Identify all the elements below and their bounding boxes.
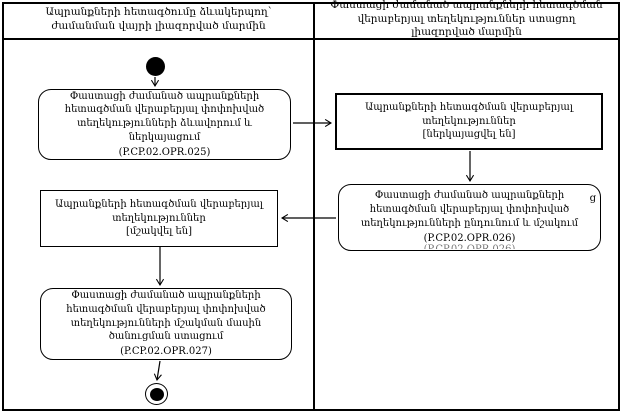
action-accept-and-process-code: (P.CP.02.OPR.026): [423, 232, 516, 244]
final-node-dot: [149, 387, 164, 401]
swimlane-header-left: Ապրանքների հետագծումը ձևակերպող՝ ժամանմա…: [4, 2, 313, 40]
object-tracking-info-processed: Ապրանքների հետագծման վերաբերյալ տեղեկութ…: [40, 190, 278, 247]
object-tracking-info-presented-text: Ապրանքների հետագծման վերաբերյալ տեղեկութ…: [365, 101, 573, 127]
initial-node: [146, 57, 165, 76]
action-form-and-present: Փաստացի ժամանած ապրանքների հետագծման վեր…: [38, 89, 291, 160]
action-receive-processing-notice: Փաստացի ժամանած ապրանքների հետագծման վեր…: [40, 288, 292, 360]
lane-title-left: Ապրանքների հետագծումը ձևակերպող՝ ժամանմա…: [45, 5, 272, 32]
lane-title-right: Փաստացի ժամանած ապրանքների հետագծման վեր…: [330, 0, 603, 39]
action-accept-and-process-text: Փաստացի ժամանած ապրանքների հետագծման վեր…: [360, 190, 579, 229]
action-accept-and-process: Փաստացի ժամանած ապրանքների հետագծման վեր…: [338, 184, 601, 251]
object-tracking-info-processed-state: [մշակվել են]: [125, 226, 193, 238]
clipped-code-artifact: (P.CP.02.OPR.026): [339, 244, 600, 249]
object-tracking-info-presented-state: [ներկայացվել են]: [422, 129, 516, 141]
action-receive-processing-notice-text: Փաստացի ժամանած ապրանքների հետագծման վեր…: [66, 290, 266, 343]
overflow-text-artifact: ց: [589, 193, 596, 204]
action-form-and-present-text: Փաստացի ժամանած ապրանքների հետագծման վեր…: [64, 90, 265, 143]
object-tracking-info-presented: Ապրանքների հետագծման վերաբերյալ տեղեկութ…: [335, 93, 603, 150]
action-receive-processing-notice-code: (P.CP.02.OPR.027): [120, 346, 212, 358]
final-node: [145, 383, 168, 405]
swimlane-divider: [313, 2, 315, 411]
action-form-and-present-code: (P.CP.02.OPR.025): [118, 146, 211, 158]
object-tracking-info-processed-text: Ապրանքների հետագծման վերաբերյալ տեղեկութ…: [55, 198, 263, 224]
swimlane-header-right: Փաստացի ժամանած ապրանքների հետագծման վեր…: [315, 0, 618, 40]
